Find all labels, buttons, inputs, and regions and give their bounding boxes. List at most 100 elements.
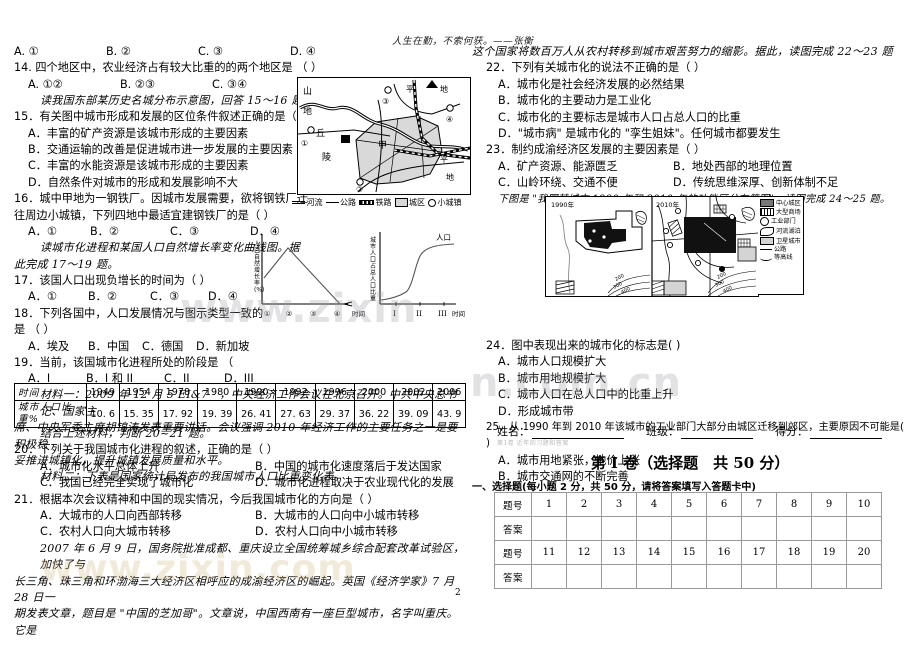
- label-mountain: 山: [303, 86, 312, 97]
- chart-urbanization-curve: 城市人口占总人口比重 人口 I II III 时间: [370, 232, 465, 318]
- answer-card-number: 20: [846, 540, 882, 565]
- label-hill2: 陵: [322, 152, 331, 163]
- industry-2010-d: [651, 280, 665, 296]
- railway-branch-ties: [393, 147, 470, 157]
- town-marker-4: [446, 104, 454, 112]
- label-site-2: ②: [356, 185, 363, 194]
- score-input-line[interactable]: [810, 427, 882, 439]
- answer-cell[interactable]: [601, 516, 637, 541]
- q23-option-b: B．地处西部的地理位置: [673, 159, 793, 173]
- answer-cell[interactable]: [636, 516, 672, 541]
- zones-legend-item-industry: 工业部门: [760, 217, 802, 226]
- label-plain-top: 平: [406, 85, 414, 94]
- answer-cell[interactable]: [846, 564, 882, 589]
- zones-panel-2010: 2010年: [651, 197, 758, 296]
- label-factory-jia: 甲: [378, 140, 387, 151]
- answer-cell[interactable]: [636, 564, 672, 589]
- name-field-group[interactable]: 姓名：: [497, 423, 624, 439]
- chartB-xlabel: 时间: [452, 309, 465, 318]
- chartA-data-line: [263, 247, 341, 305]
- chartA-ylabel: 人口自然增长率(%): [254, 241, 264, 294]
- answer-cell[interactable]: [776, 564, 812, 589]
- central-urban-1990: [584, 221, 626, 249]
- q20-option-b: B．中国的城市化速度落后于发达国家: [255, 459, 442, 473]
- score-field-group[interactable]: 得分：: [775, 423, 882, 439]
- legend-item-railway: 铁路: [359, 197, 392, 208]
- zones-legend-item-contour: 等高线: [760, 254, 802, 261]
- answer-cell[interactable]: [601, 564, 637, 589]
- zones-svg: 1990年 200 300: [551, 197, 758, 296]
- q23-stem: 23．制约成渝经济区发展的主要因素是（ ）: [486, 143, 706, 157]
- answer-cell[interactable]: [566, 516, 602, 541]
- road-2010-e: [695, 252, 735, 268]
- table-cell-value: 29. 37: [314, 400, 355, 428]
- answer-cell[interactable]: [846, 516, 882, 541]
- q22-option-c: C．城市化的主要标志是城市人口占总人口的比重: [498, 110, 741, 124]
- q18-options: A．埃及 B．中国 C．德国 D．新加坡: [14, 339, 466, 355]
- answer-card-number: 7: [741, 492, 777, 517]
- class-field-group[interactable]: 班级：: [646, 423, 753, 439]
- q18-option-a: A．埃及: [28, 339, 70, 353]
- road-west: [298, 129, 391, 137]
- answer-cell[interactable]: [566, 564, 602, 589]
- q16-option-a: A．①: [28, 225, 57, 239]
- q20-options-row1: A．城市化水平总体上升 B．中国的城市化速度落后于发达国家: [14, 459, 466, 475]
- answer-cell[interactable]: [741, 516, 777, 541]
- answer-cell[interactable]: [671, 564, 707, 589]
- chart-natural-growth-rate: 人口自然增长率(%) ① ② ③ ④ 时间: [254, 234, 365, 318]
- q24-stem: 24．图中表现出来的城市化的标志是( ): [486, 339, 681, 352]
- answer-cell[interactable]: [531, 564, 567, 589]
- legend-label-railway: 铁路: [375, 198, 392, 207]
- central-urban-2010: [684, 217, 736, 253]
- shopping-mall-swatch-icon: [760, 208, 774, 216]
- q16-stem-line2: 往周边小城镇，下列四地中最适宜建钢铁厂的是（ ）: [14, 208, 275, 222]
- population-table: 时间 1949 1954 1978 1980 1990 1992 1996 20…: [14, 383, 466, 428]
- answer-cell[interactable]: [671, 516, 707, 541]
- answer-cell[interactable]: [531, 516, 567, 541]
- table-cell-year: 1980: [196, 383, 238, 401]
- q20-stem: 20．下列关于我国城市化进程的叙述，正确的是（ ）: [14, 443, 278, 457]
- q16-stem-line1: 16．城中甲地为一钢铁厂。因城市发展需要，欲将钢铁厂迁: [14, 192, 308, 206]
- industry-2010-c: [663, 280, 687, 296]
- answer-cell[interactable]: [811, 516, 847, 541]
- answer-cell[interactable]: [811, 564, 847, 589]
- road-symbol-icon: [325, 201, 339, 204]
- answer-card-number: 1: [531, 492, 567, 517]
- answer-cell[interactable]: [706, 516, 742, 541]
- q18-stem-line1: 18．下列各国中，人口发展情况与图示类型一致的: [14, 306, 264, 320]
- name-input-line[interactable]: [532, 427, 624, 439]
- q17-option-c: C．③: [150, 290, 180, 304]
- satellite-city-2010-f: [718, 265, 726, 273]
- answer-card-table[interactable]: 题号 1 2 3 4 5 6 7 8 9 10 答案: [494, 492, 882, 589]
- lake-1990: [635, 211, 647, 225]
- legend-item-town: 小城镇: [428, 197, 462, 208]
- contour-label-400-1990: 400: [620, 286, 631, 296]
- answer-cell[interactable]: [706, 564, 742, 589]
- chartB-tick-3: III: [438, 309, 447, 318]
- q20-option-c: C．我国已经完全实现了城市化: [40, 476, 194, 490]
- q21-options-row2: C．农村人口向大城市转移 D．农村人口向中小城市转移: [14, 524, 466, 540]
- label-hill: 丘: [316, 128, 325, 139]
- q18-option-c: C．德国: [142, 339, 184, 353]
- road-north-south: [375, 99, 383, 193]
- q17-option-a: A．①: [28, 290, 57, 304]
- population-table-wrap: 时间 1949 1954 1978 1980 1990 1992 1996 20…: [14, 383, 466, 428]
- q16-option-d: D．④: [250, 225, 280, 239]
- q24-option-a: A．城市人口规模扩大: [498, 355, 607, 369]
- answer-cell[interactable]: [741, 564, 777, 589]
- table-header-time: 时间: [14, 383, 87, 401]
- answer-card-number: 3: [601, 492, 637, 517]
- class-input-line[interactable]: [681, 427, 753, 439]
- student-info-blanks: 姓名： 班级： 得分：: [497, 423, 897, 439]
- answer-card-row-answers-1: 答案: [494, 516, 882, 541]
- urban-internal-2010: [703, 222, 727, 242]
- legend-label-river: 河流: [306, 198, 323, 207]
- answer-cell[interactable]: [776, 516, 812, 541]
- contour-label-200-1990: 200: [614, 273, 625, 283]
- answer-card-number: 2: [566, 492, 602, 517]
- industry-hatch-2010-a: [669, 219, 681, 235]
- q14-option-b: B. ②③: [120, 77, 155, 91]
- q13-option-b: B. ②: [106, 45, 131, 58]
- answer-card-number: 14: [636, 540, 672, 565]
